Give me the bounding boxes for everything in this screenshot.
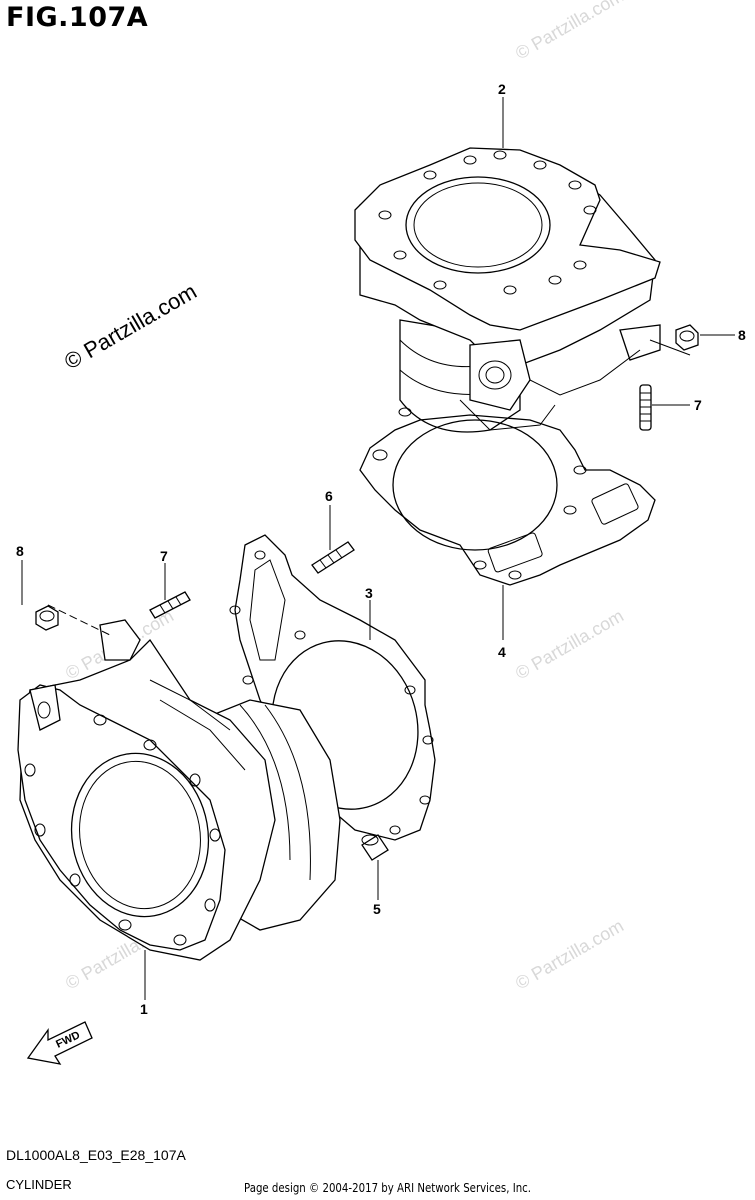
callout-5: 5 (373, 901, 381, 917)
part-rear-cylinder (354, 147, 661, 433)
watermark-text: © Partzilla.com (60, 279, 201, 375)
part-lower-nut-stud (35, 591, 191, 636)
part-dowel-5 (361, 834, 389, 861)
leader-lines (21, 97, 735, 1000)
part-upper-nut-stud (639, 324, 699, 431)
watermark-text: © Partzilla.com (512, 0, 627, 63)
callout-1: 1 (140, 1001, 148, 1017)
page-credit: Page design © 2004-2017 by ARI Network S… (244, 1181, 532, 1195)
part-stud-6 (311, 541, 355, 574)
watermark-text: © Partzilla.com (512, 605, 627, 683)
forward-direction-marker: FWD (26, 1021, 93, 1065)
figure-title: FIG.107A (6, 2, 149, 33)
figure-caption: CYLINDER (6, 1177, 72, 1192)
callout-labels: 2 8 7 4 6 3 7 8 5 1 (16, 81, 746, 1017)
model-code: DL1000AL8_E03_E28_107A (6, 1147, 186, 1163)
callout-7-upper: 7 (694, 397, 702, 413)
callout-8-lower: 8 (16, 543, 24, 559)
watermark-text: © Partzilla.com (512, 915, 627, 993)
callout-2: 2 (498, 81, 506, 97)
part-rear-gasket (359, 407, 656, 586)
callout-8-upper: 8 (738, 327, 746, 343)
part-front-cylinder (17, 619, 341, 961)
callout-6: 6 (325, 488, 333, 504)
callout-3: 3 (365, 585, 373, 601)
callout-4: 4 (498, 644, 506, 660)
callout-7-lower: 7 (160, 548, 168, 564)
